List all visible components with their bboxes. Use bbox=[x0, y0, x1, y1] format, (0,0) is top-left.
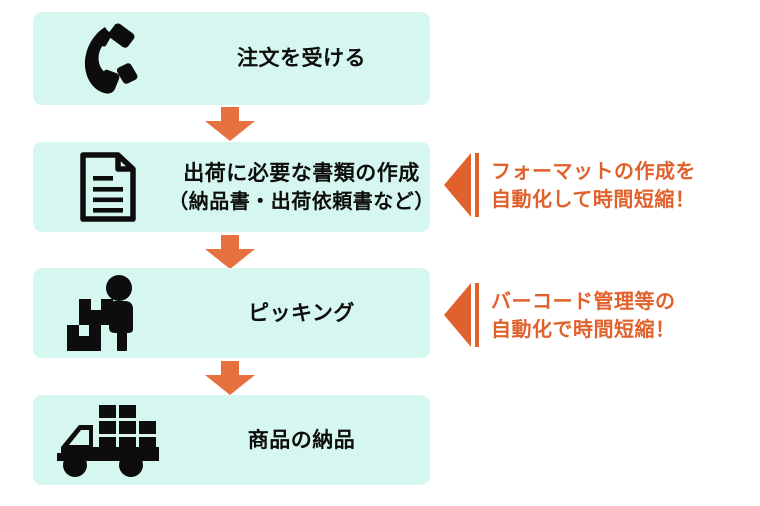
worker-picking-boxes-icon bbox=[43, 268, 173, 358]
left-triangle-icon-2 bbox=[444, 283, 480, 347]
step-label-create-documents: 出荷に必要な書類の作成 （納品書・出荷依頼書など） bbox=[168, 161, 435, 213]
telephone-handset-icon bbox=[43, 12, 173, 105]
vertical-bar-shape bbox=[475, 283, 479, 347]
delivery-truck-icon bbox=[43, 395, 173, 485]
step-box-deliver-goods: 商品の納品 bbox=[33, 395, 430, 485]
step-box-create-documents: 出荷に必要な書類の作成 （納品書・出荷依頼書など） bbox=[33, 142, 435, 232]
callout-text-format-automation: フォーマットの作成を 自動化して時間短縮！ bbox=[491, 159, 696, 211]
down-arrow-icon-2 bbox=[205, 235, 255, 269]
step-label-picking: ピッキング bbox=[248, 300, 355, 325]
step-box-picking: ピッキング bbox=[33, 268, 430, 358]
down-arrow-icon-3 bbox=[205, 361, 255, 395]
vertical-bar-shape bbox=[475, 153, 479, 217]
triangle-shape bbox=[444, 283, 471, 347]
step-box-receive-order: 注文を受ける bbox=[33, 12, 430, 105]
callout-format-automation: フォーマットの作成を 自動化して時間短縮！ bbox=[444, 150, 696, 220]
triangle-shape bbox=[444, 153, 471, 217]
callout-text-barcode-automation: バーコード管理等の 自動化で時間短縮！ bbox=[491, 289, 676, 341]
left-triangle-icon-1 bbox=[444, 153, 480, 217]
down-arrow-icon-1 bbox=[205, 107, 255, 141]
callout-barcode-automation: バーコード管理等の 自動化で時間短縮！ bbox=[444, 280, 676, 350]
step-label-receive-order: 注文を受ける bbox=[237, 46, 366, 71]
document-lines-icon bbox=[43, 142, 173, 232]
step-label-deliver-goods: 商品の納品 bbox=[247, 427, 356, 452]
